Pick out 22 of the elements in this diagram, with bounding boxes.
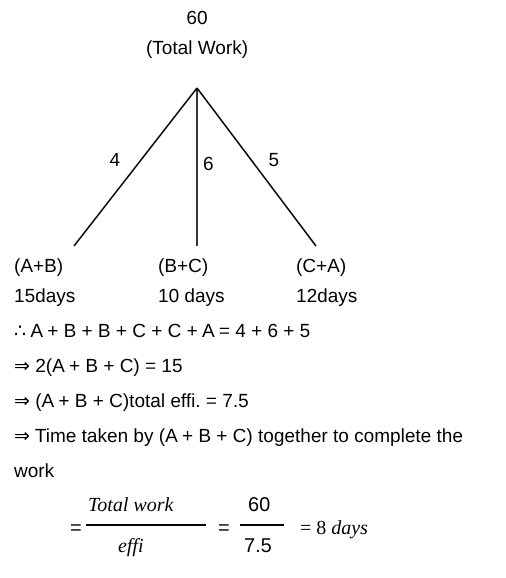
node-heading: (B+C) — [158, 255, 208, 279]
denominator: effi — [118, 534, 144, 558]
numerator: 60 — [248, 493, 270, 517]
node-text: (Total Work) — [146, 37, 248, 61]
node-text: 12days — [296, 285, 358, 309]
connector-line — [196, 88, 317, 246]
denominator: 7.5 — [244, 534, 272, 558]
equation-line: ⇒ (A + B + C)total effi. = 7.5 — [14, 390, 250, 414]
equals-sign: = — [70, 516, 82, 540]
connector-line — [196, 88, 198, 246]
node-heading: (A+B) — [14, 255, 64, 279]
node-heading: 60 — [186, 7, 208, 31]
node-heading: (C+A) — [296, 255, 346, 279]
equation-line: ∴ A + B + B + C + C + A = 4 + 6 + 5 — [14, 320, 312, 344]
numerator: Total work — [88, 493, 174, 517]
connector-line — [73, 88, 198, 246]
result: = 8 days — [300, 516, 368, 540]
equals-sign: = — [218, 516, 230, 540]
equation-line: ⇒ 2(A + B + C) = 15 — [14, 355, 184, 379]
equation-line: ⇒ Time taken by (A + B + C) together to complete the work — [14, 425, 464, 484]
node-text: 15days — [14, 285, 76, 309]
node-text: 10 days — [158, 285, 225, 309]
